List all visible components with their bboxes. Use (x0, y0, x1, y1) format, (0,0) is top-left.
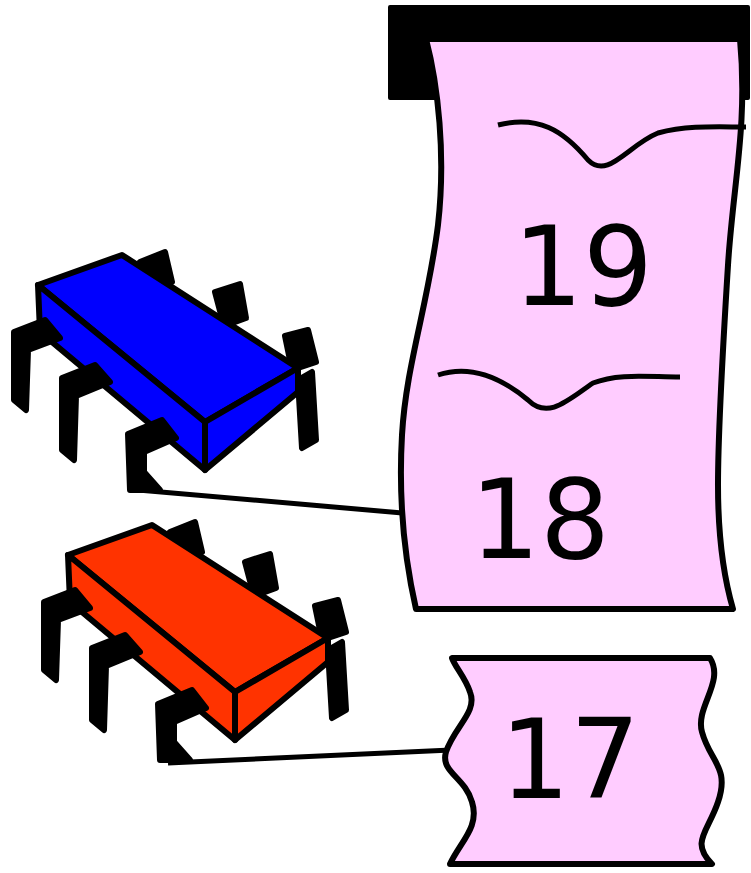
ticket-number: 18 (470, 465, 610, 575)
torn-ticket: 17 (440, 652, 725, 870)
outline-stroke (498, 122, 746, 166)
outline-stroke (401, 39, 742, 609)
ticket-number: 17 (500, 705, 640, 815)
ticket-number: 19 (513, 212, 653, 322)
paper-scroll: 1918 (388, 5, 751, 617)
outline-stroke (438, 371, 680, 408)
blue-chip (14, 252, 316, 490)
outline-stroke (445, 658, 722, 864)
red-chip (44, 522, 346, 760)
